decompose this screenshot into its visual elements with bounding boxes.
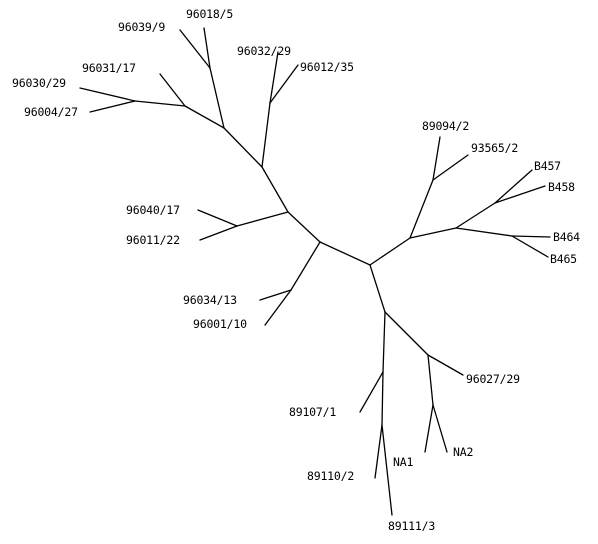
branch bbox=[494, 185, 546, 204]
branch bbox=[203, 27, 211, 69]
branch bbox=[89, 100, 136, 113]
branch bbox=[381, 424, 393, 516]
branch bbox=[290, 241, 321, 291]
taxon-label: 89107/1 bbox=[289, 405, 336, 419]
taxon-label: 96018/5 bbox=[186, 7, 233, 21]
branch bbox=[369, 237, 411, 266]
branch bbox=[511, 235, 551, 238]
branch bbox=[269, 64, 299, 104]
branch bbox=[261, 166, 289, 213]
taxon-label: 96040/17 bbox=[126, 203, 180, 217]
branch bbox=[359, 371, 384, 413]
taxon-label: 96032/29 bbox=[237, 44, 291, 58]
branch bbox=[384, 311, 429, 356]
branch bbox=[264, 289, 292, 326]
taxon-label: 96031/17 bbox=[82, 61, 136, 75]
taxon-labels: 96018/5 96039/9 96032/29 96012/35 96031/… bbox=[12, 7, 580, 533]
branch bbox=[269, 51, 279, 104]
taxon-label: 96012/35 bbox=[300, 60, 354, 74]
taxon-label: 96001/10 bbox=[193, 317, 247, 331]
taxon-label: NA2 bbox=[453, 445, 473, 459]
branch bbox=[432, 136, 441, 181]
taxon-label: B457 bbox=[534, 159, 561, 173]
branch bbox=[209, 67, 225, 129]
branch bbox=[427, 354, 434, 406]
taxon-label: B458 bbox=[548, 180, 575, 194]
taxon-label: 93565/2 bbox=[471, 141, 518, 155]
branch bbox=[259, 289, 292, 301]
taxon-label: 96030/29 bbox=[12, 76, 66, 90]
branch bbox=[374, 424, 383, 479]
branch bbox=[382, 311, 386, 373]
branch bbox=[319, 241, 371, 266]
branch bbox=[455, 227, 513, 237]
taxon-label: B465 bbox=[550, 252, 577, 266]
branch bbox=[223, 127, 263, 168]
branch bbox=[184, 105, 225, 129]
branch bbox=[134, 100, 186, 107]
branch bbox=[261, 102, 271, 168]
taxon-label: B464 bbox=[553, 230, 580, 244]
branch bbox=[432, 154, 469, 181]
branch bbox=[79, 87, 136, 102]
branch bbox=[427, 354, 464, 376]
branch bbox=[179, 29, 211, 69]
taxon-label: 89094/2 bbox=[422, 119, 469, 133]
taxon-label: 96039/9 bbox=[118, 20, 165, 34]
taxon-label: 89110/2 bbox=[307, 469, 354, 483]
branch bbox=[424, 404, 434, 453]
taxon-label: 89111/3 bbox=[388, 519, 435, 533]
taxon-label: 96004/27 bbox=[24, 105, 78, 119]
taxon-label: 96027/29 bbox=[466, 372, 520, 386]
taxon-label: 96034/13 bbox=[183, 293, 237, 307]
branch bbox=[494, 169, 533, 204]
taxon-label: 96011/22 bbox=[126, 233, 180, 247]
branch bbox=[381, 371, 384, 426]
branch bbox=[287, 211, 321, 243]
branch bbox=[199, 225, 238, 241]
branch bbox=[159, 73, 186, 107]
branch bbox=[511, 235, 549, 258]
branch bbox=[197, 209, 238, 227]
taxon-label: NA1 bbox=[393, 455, 413, 469]
branch bbox=[455, 202, 496, 229]
branch bbox=[236, 211, 289, 227]
tree-branches bbox=[79, 27, 551, 516]
branch bbox=[409, 179, 434, 239]
branch bbox=[409, 227, 457, 239]
branch bbox=[369, 264, 386, 313]
branch bbox=[432, 404, 448, 453]
